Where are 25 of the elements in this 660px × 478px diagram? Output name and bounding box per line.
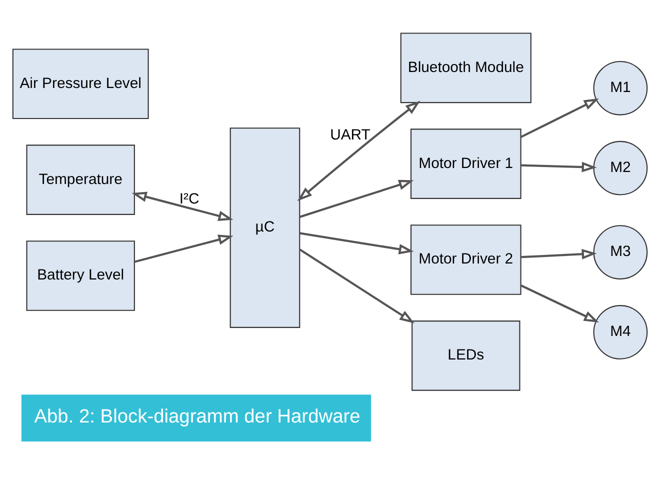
arrow: [300, 232, 414, 254]
arrow: [521, 248, 597, 259]
edge-label: UART: [330, 126, 370, 144]
node-box: µC: [230, 127, 300, 328]
node-box: Motor Driver 1: [410, 128, 522, 198]
arrow: [132, 191, 234, 220]
node-circle: M1: [593, 60, 648, 115]
arrow: [299, 248, 415, 323]
node-box: Temperature: [26, 144, 135, 214]
node-box: Air Pressure Level: [12, 48, 149, 119]
node-box: Motor Driver 2: [410, 224, 522, 294]
edge-label: I²C: [179, 190, 200, 207]
arrow: [299, 179, 414, 218]
node-circle: M4: [593, 304, 648, 359]
node-box: Bluetooth Module: [400, 32, 532, 103]
arrow: [134, 234, 234, 262]
arrow: [297, 100, 420, 201]
arrow: [520, 98, 599, 138]
node-circle: M2: [593, 140, 648, 195]
arrow: [520, 284, 599, 322]
node-box: Battery Level: [26, 240, 135, 310]
arrow: [521, 161, 597, 172]
node-circle: M3: [593, 224, 648, 279]
node-box: LEDs: [412, 320, 520, 390]
caption: Abb. 2: Block-diagramm der Hardware: [34, 406, 360, 428]
